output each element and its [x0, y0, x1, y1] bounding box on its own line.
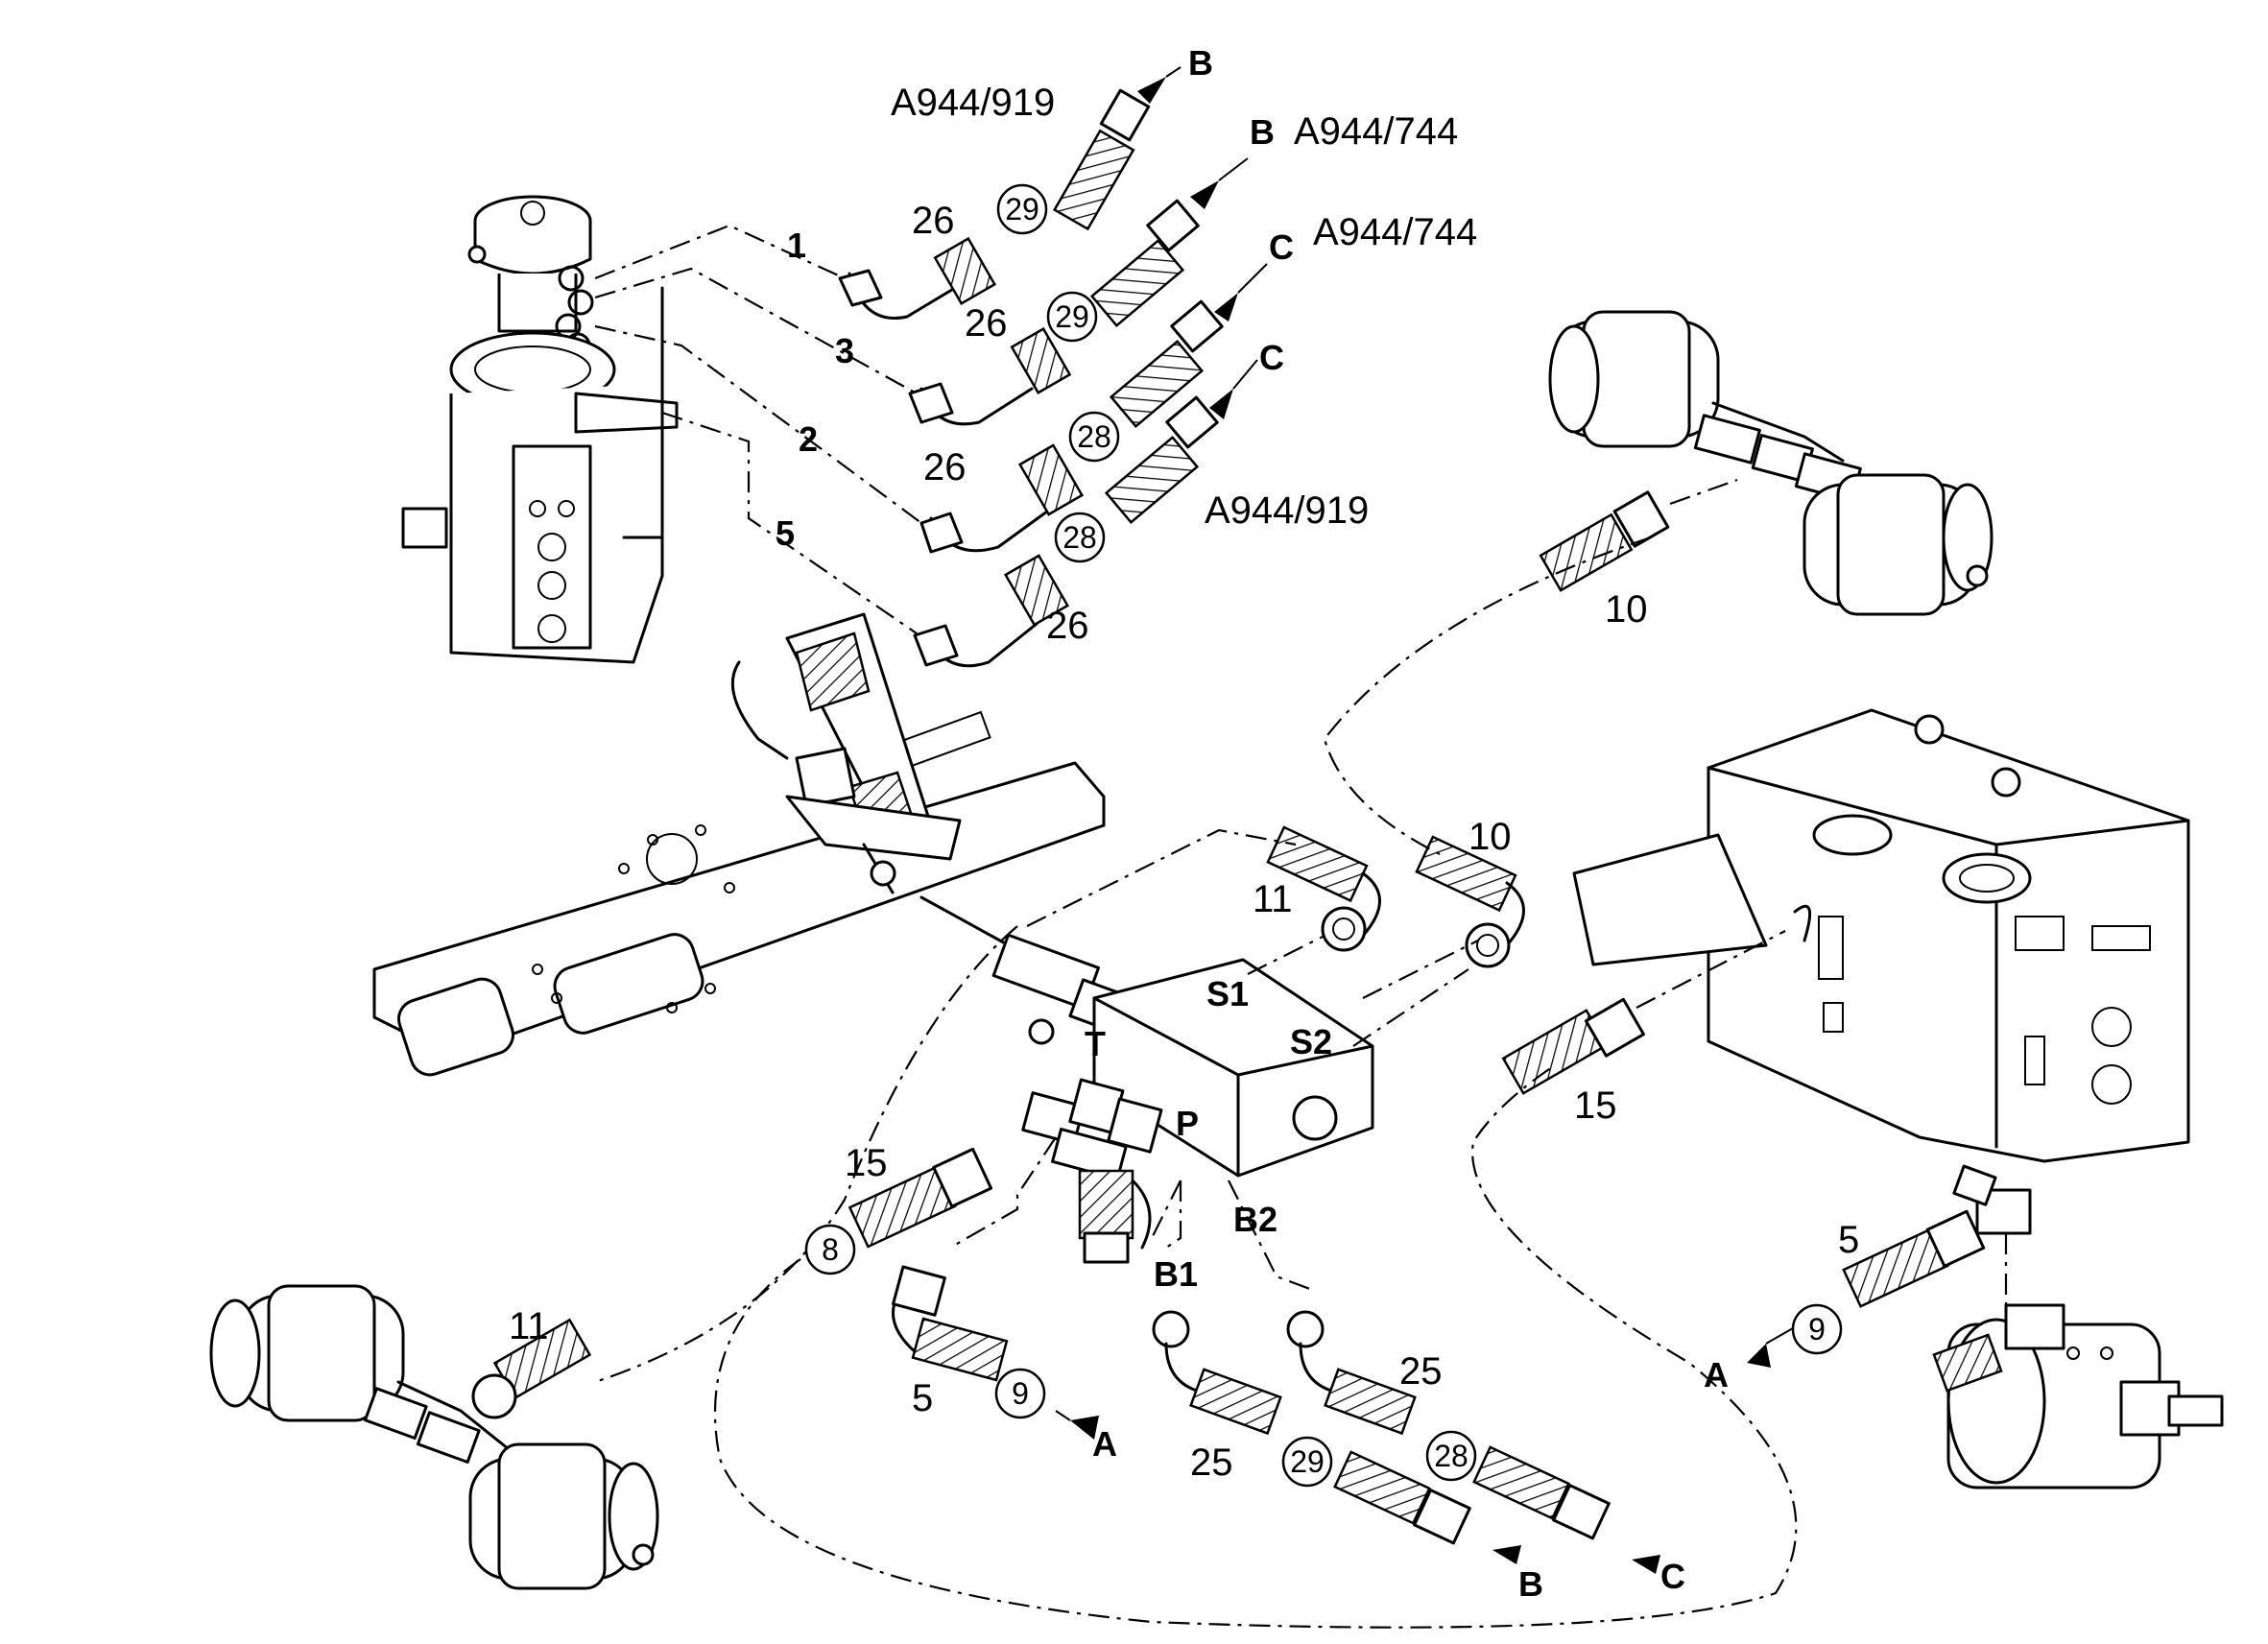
- circled-28-b: 28: [1054, 512, 1106, 563]
- circled-9-a: 9: [994, 1368, 1046, 1419]
- item-5-b: 5: [1838, 1219, 1859, 1261]
- port-t: T: [1085, 1024, 1106, 1063]
- svg-text:28: 28: [1077, 419, 1111, 454]
- item-number-labels: 26 26 26 26 10 10 11 11 15 15 5 5 25 25: [509, 200, 1859, 1484]
- item-26-b: 26: [965, 302, 1008, 345]
- part-ref-a944-919-mid: A944/919: [1205, 489, 1369, 532]
- lower-hose-set: [848, 1147, 1611, 1545]
- connection-b-bottom: B: [1518, 1564, 1543, 1604]
- item-11-a: 11: [1253, 878, 1293, 920]
- circled-29-b: 29: [1046, 291, 1098, 343]
- connection-a-left: A: [1092, 1424, 1117, 1464]
- hydraulic-pump: [1842, 1164, 2224, 1489]
- item-26-a: 26: [912, 200, 955, 242]
- circled-29-c: 29: [1281, 1436, 1333, 1488]
- connection-b-second: B: [1250, 112, 1275, 152]
- part-ref-a944-919-top: A944/919: [891, 82, 1055, 124]
- hydraulic-tank: [1501, 708, 2190, 1163]
- port-b1: B1: [1154, 1254, 1198, 1294]
- connection-arrows: [1055, 66, 1801, 1574]
- circled-8: 8: [804, 1224, 856, 1275]
- item-10-a: 10: [1605, 588, 1648, 631]
- hoses-11-10-center: [1266, 825, 1525, 968]
- brake-accumulator-upper: [1539, 310, 1993, 616]
- port-labels: S1 S2 T P B1 B2: [1085, 974, 1332, 1294]
- port-s1: S1: [1206, 974, 1249, 1013]
- item-25-a: 25: [1190, 1441, 1233, 1484]
- item-15-b: 15: [1574, 1084, 1617, 1127]
- circled-9-b: 9: [1791, 1303, 1843, 1355]
- connection-a-right: A: [1704, 1355, 1729, 1394]
- circuit-leader-lines: [594, 536, 1798, 1629]
- valve-leader-lines: [949, 935, 1469, 1293]
- steering-leader-lines: [594, 224, 922, 634]
- item-10-b: 10: [1468, 816, 1512, 858]
- circled-28-a: 28: [1068, 411, 1120, 463]
- valve-block: [1021, 958, 1374, 1264]
- svg-text:28: 28: [1062, 520, 1097, 555]
- line-1: 1: [787, 226, 806, 265]
- circled-28-c: 28: [1425, 1430, 1477, 1482]
- brake-accumulator-lower: [209, 1284, 659, 1590]
- item-11-b: 11: [509, 1305, 549, 1347]
- connection-letter-labels: B B C C A A B C: [1092, 43, 1729, 1604]
- upper-hose-set: [838, 88, 1224, 668]
- svg-text:29: 29: [1290, 1444, 1325, 1479]
- line-number-labels: 1 3 2 5: [776, 226, 854, 553]
- item-5-a: 5: [912, 1377, 933, 1419]
- port-s2: S2: [1290, 1022, 1332, 1061]
- svg-text:8: 8: [822, 1232, 839, 1267]
- line-2: 2: [799, 419, 818, 459]
- part-ref-a944-744-a: A944/744: [1294, 110, 1458, 153]
- svg-text:9: 9: [1012, 1376, 1029, 1411]
- circled-29-a: 29: [996, 183, 1048, 235]
- connection-c-first: C: [1269, 227, 1294, 267]
- port-p: P: [1176, 1104, 1199, 1143]
- line-3: 3: [835, 331, 854, 370]
- item-25-b: 25: [1399, 1350, 1443, 1393]
- svg-text:28: 28: [1434, 1439, 1468, 1473]
- circled-item-labels: 29 29 28 28 8 9 9 29: [804, 183, 1843, 1488]
- part-ref-a944-744-b: A944/744: [1313, 211, 1477, 253]
- brake-pedal-assembly: [372, 612, 1139, 1077]
- connection-c-second: C: [1259, 338, 1284, 377]
- item-26-c: 26: [923, 446, 967, 488]
- part-number-labels: A944/919 A944/744 A944/744 A944/919: [891, 82, 1477, 532]
- connection-b-top: B: [1188, 43, 1213, 83]
- line-5: 5: [776, 513, 795, 553]
- svg-text:29: 29: [1055, 299, 1089, 334]
- steering-unit: [401, 195, 679, 664]
- svg-text:9: 9: [1808, 1312, 1826, 1346]
- connection-c-bottom: C: [1660, 1557, 1685, 1596]
- port-b2: B2: [1233, 1200, 1277, 1239]
- item-15-a: 15: [845, 1142, 888, 1184]
- item-26-d: 26: [1046, 605, 1089, 647]
- svg-text:29: 29: [1005, 192, 1039, 226]
